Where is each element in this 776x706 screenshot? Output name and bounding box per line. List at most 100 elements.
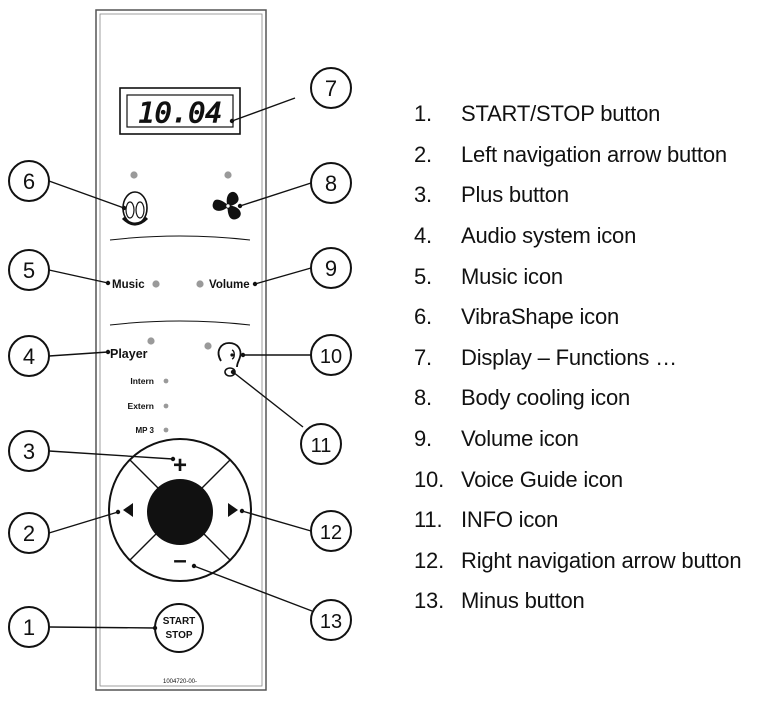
legend-number: 9. bbox=[414, 426, 432, 452]
callout-3: 3 bbox=[8, 430, 50, 472]
panel-inner-outline bbox=[99, 13, 263, 687]
callout-7: 7 bbox=[310, 67, 352, 109]
callout-number: 11 bbox=[311, 435, 332, 457]
audio-system-icon[interactable]: Player bbox=[110, 347, 148, 361]
legend-text: START/STOP button bbox=[461, 101, 661, 127]
right-navigation-arrow-button[interactable] bbox=[228, 503, 238, 517]
display-value: 10.04 bbox=[138, 96, 222, 129]
start-stop-button[interactable]: START STOP bbox=[154, 603, 204, 653]
legend-text: Body cooling icon bbox=[461, 385, 631, 411]
legend-text: Minus button bbox=[461, 588, 585, 614]
control-panel-diagram: 10.04 Music Volume Player Intern Extern bbox=[8, 9, 352, 691]
callout-4: 4 bbox=[8, 335, 50, 377]
separator-line bbox=[109, 235, 251, 241]
legend-text: Audio system icon bbox=[461, 223, 637, 249]
center-button[interactable] bbox=[147, 479, 213, 545]
legend-number: 7. bbox=[414, 344, 432, 370]
callout-number: 1 bbox=[23, 615, 35, 640]
minus-button[interactable]: – bbox=[173, 547, 186, 574]
legend-item: 10. Voice Guide icon bbox=[414, 459, 741, 500]
callout-number: 13 bbox=[320, 611, 342, 633]
legend-item: 3. Plus button bbox=[414, 175, 741, 216]
legend-number: 1. bbox=[414, 101, 432, 127]
callout-5: 5 bbox=[8, 249, 50, 291]
callout-9: 9 bbox=[310, 247, 352, 289]
legend-text: Right navigation arrow button bbox=[461, 547, 742, 573]
callout-13: 13 bbox=[310, 599, 352, 641]
volume-led bbox=[196, 280, 204, 288]
callout-2: 2 bbox=[8, 512, 50, 554]
legend-number: 3. bbox=[414, 182, 432, 208]
legend-number: 12. bbox=[414, 547, 444, 573]
legend-item: 6. VibraShape icon bbox=[414, 297, 741, 338]
separator-line bbox=[109, 320, 251, 326]
callout-6: 6 bbox=[8, 160, 50, 202]
start-label: START bbox=[163, 616, 196, 627]
callout-10: 10 bbox=[310, 334, 352, 376]
vibrashape-led bbox=[130, 171, 138, 179]
mp3-led bbox=[163, 427, 169, 433]
body-cooling-led bbox=[224, 171, 232, 179]
intern-label: Intern bbox=[130, 376, 154, 386]
legend-number: 6. bbox=[414, 304, 432, 330]
callout-12: 12 bbox=[310, 510, 352, 552]
legend-item: 7. Display – Functions … bbox=[414, 338, 741, 379]
callout-number: 6 bbox=[23, 169, 35, 194]
legend-item: 12. Right navigation arrow button bbox=[414, 541, 742, 582]
voice-guide-icon[interactable] bbox=[217, 342, 242, 368]
part-number: 1004720-00- bbox=[163, 679, 197, 685]
legend-number: 4. bbox=[414, 223, 432, 249]
callout-11: 11 bbox=[300, 423, 342, 465]
legend-item: 1. START/STOP button bbox=[414, 94, 741, 135]
navigation-pad bbox=[108, 438, 252, 582]
legend-text: INFO icon bbox=[461, 507, 559, 533]
left-navigation-arrow-button[interactable] bbox=[123, 503, 133, 517]
volume-icon[interactable]: Volume bbox=[209, 279, 250, 291]
legend-text: Volume icon bbox=[461, 426, 579, 452]
legend-item: 11. INFO icon bbox=[414, 500, 741, 541]
legend-item: 13. Minus button bbox=[414, 581, 741, 622]
extern-led bbox=[163, 403, 169, 409]
stop-label: STOP bbox=[165, 630, 192, 641]
legend-list: 1. START/STOP button 2. Left navigation ar… bbox=[414, 94, 742, 622]
callout-number: 7 bbox=[325, 76, 337, 101]
music-icon[interactable]: Music bbox=[112, 279, 145, 291]
body-cooling-icon[interactable] bbox=[212, 191, 241, 220]
player-led bbox=[147, 337, 155, 345]
legend-text: VibraShape icon bbox=[461, 304, 620, 330]
legend-text: Left navigation arrow button bbox=[461, 141, 727, 167]
legend-number: 13. bbox=[414, 588, 444, 614]
extern-label: Extern bbox=[128, 401, 154, 411]
legend-number: 5. bbox=[414, 263, 432, 289]
callout-number: 10 bbox=[320, 346, 342, 368]
legend-text: Display – Functions … bbox=[461, 344, 677, 370]
legend-item: 5. Music icon bbox=[414, 256, 741, 297]
legend-number: 2. bbox=[414, 141, 432, 167]
callout-number: 3 bbox=[23, 439, 35, 464]
display: 10.04 bbox=[119, 87, 241, 135]
callout-number: 2 bbox=[23, 521, 35, 546]
plus-button[interactable]: + bbox=[173, 452, 187, 479]
callout-number: 4 bbox=[23, 344, 35, 369]
legend-number: 11. bbox=[414, 507, 443, 533]
callout-number: 9 bbox=[325, 256, 337, 281]
legend-item: 4. Audio system icon bbox=[414, 216, 741, 257]
mp3-label: MP 3 bbox=[135, 426, 154, 435]
callout-number: 5 bbox=[23, 258, 35, 283]
callout-number: 8 bbox=[325, 171, 337, 196]
legend-text: Plus button bbox=[461, 182, 569, 208]
legend-text: Music icon bbox=[461, 263, 563, 289]
legend-item: 9. Volume icon bbox=[414, 419, 741, 460]
legend-number: 8. bbox=[414, 385, 432, 411]
voice-guide-led bbox=[204, 342, 212, 350]
callout-8: 8 bbox=[310, 162, 352, 204]
leader-dots bbox=[105, 118, 258, 631]
callout-number: 12 bbox=[320, 522, 342, 544]
music-led bbox=[152, 280, 160, 288]
legend-text: Voice Guide icon bbox=[461, 466, 623, 492]
callout-1: 1 bbox=[8, 606, 50, 648]
intern-led bbox=[163, 378, 169, 384]
legend-item: 2. Left navigation arrow button bbox=[414, 135, 741, 176]
leader-lines bbox=[48, 97, 313, 629]
legend-number: 10. bbox=[414, 466, 444, 492]
